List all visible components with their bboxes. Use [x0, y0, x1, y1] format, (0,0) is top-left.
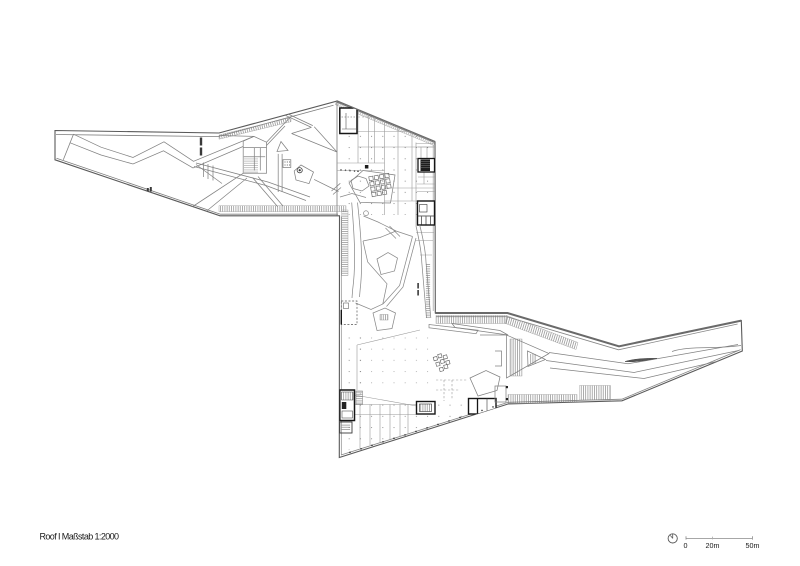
svg-text:0: 0 [684, 541, 688, 550]
svg-text:Roof I Maßstab 1:2000: Roof I Maßstab 1:2000 [40, 532, 120, 542]
svg-text:20m: 20m [706, 541, 720, 550]
svg-text:50m: 50m [746, 541, 760, 550]
